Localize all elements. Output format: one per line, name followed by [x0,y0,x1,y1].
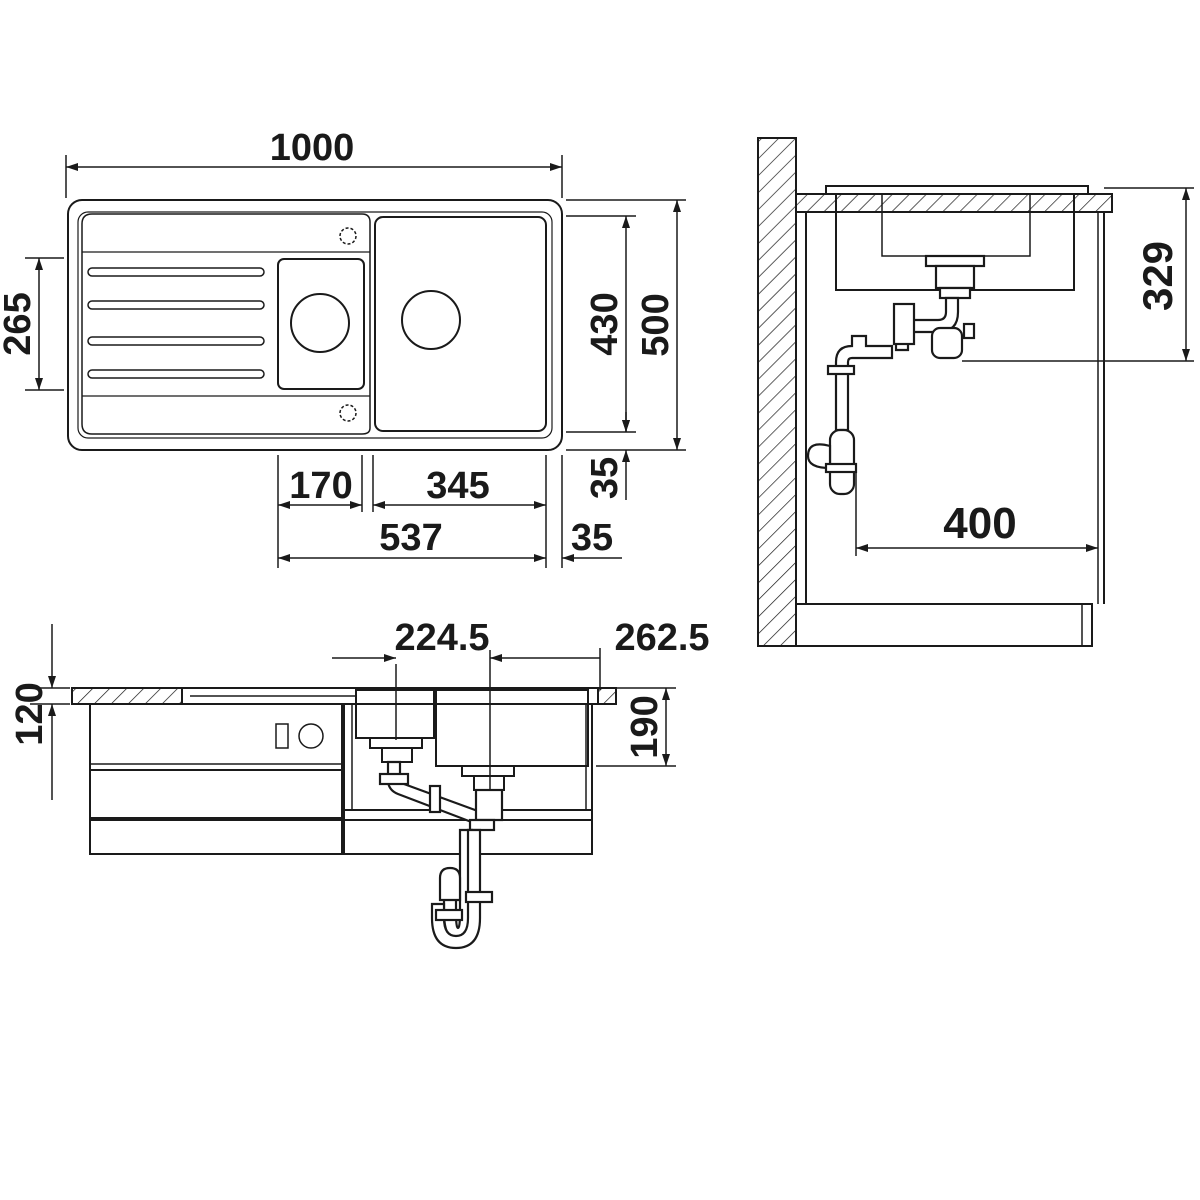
front-worktop-left [71,687,183,705]
sink-outline [67,199,563,451]
side-trap [834,334,894,432]
dim-depth-outer: 500 [635,293,677,356]
small-bowl-drain [290,293,350,353]
dim-large-bowl-width: 345 [426,465,489,507]
dim-small-bowl-width: 170 [289,465,352,507]
front-view: 224.5 262.5 120 190 [9,617,710,950]
front-large-bowl [435,689,589,767]
front-small-bowl [355,689,435,739]
control-knob-square [275,723,289,749]
drainer-area [81,213,371,435]
dim-side-height: 329 [1134,241,1181,311]
dim-offset-right: 35 [571,517,613,559]
front-left-cabinet-lower [89,769,343,819]
tap-hole-top [339,227,357,245]
side-view: 329 400 [757,137,1194,647]
dim-side-depth: 400 [943,499,1016,548]
large-bowl [374,216,547,432]
dim-offset-bottom: 35 [584,457,626,499]
dim-front-bowl-depth: 190 [624,695,666,758]
dim-front-worktop-height: 120 [9,682,51,745]
dim-bowls-total-width: 537 [379,517,442,559]
front-worktop-right [597,687,617,705]
small-bowl [277,258,365,390]
dim-depth-left: 265 [0,292,39,355]
large-bowl-drain [401,290,461,350]
dim-depth-inner: 430 [584,292,626,355]
wall-hatched [757,137,797,647]
tap-hole-bottom [339,404,357,422]
dim-overall-width: 1000 [270,127,355,169]
front-left-cabinet [89,703,343,821]
dim-front-spacing-right: 262.5 [614,617,709,659]
side-worktop [795,193,1113,213]
sink-inner-outline [77,211,553,439]
drainer-ribs [87,267,265,379]
side-plinth [795,603,1093,647]
plan-view: 1000 265 430 500 35 170 345 5 [0,127,686,568]
dim-front-spacing-left: 224.5 [394,617,489,659]
control-knob-round [298,723,324,749]
